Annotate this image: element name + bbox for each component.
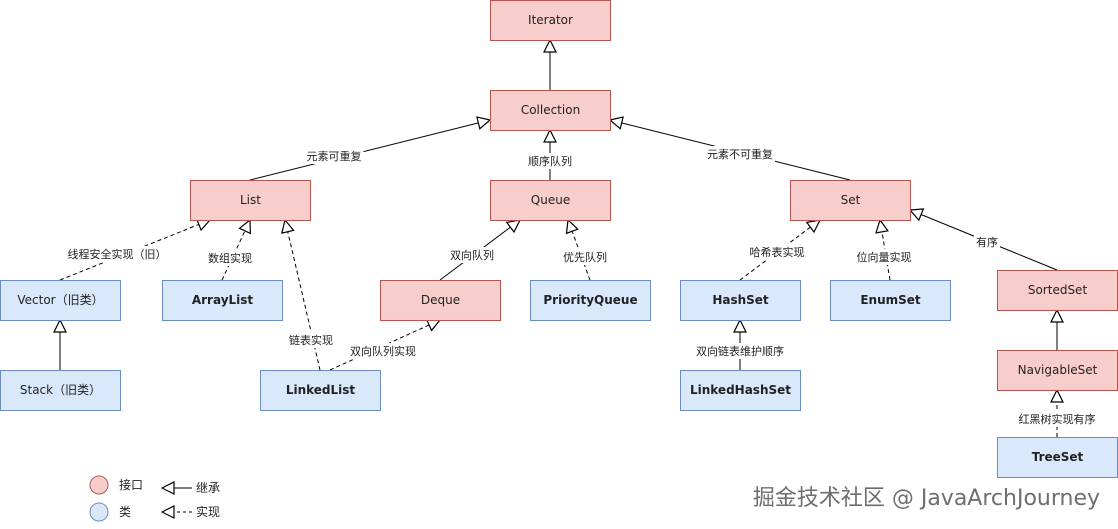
legend-class-label: 类: [119, 505, 131, 519]
node-navigableset-box: [997, 350, 1118, 391]
node-list-label: List: [240, 193, 261, 207]
node-linkedhashset-box: [680, 370, 801, 411]
node-linkedlist-box: [260, 370, 381, 411]
node-hashset-box: [680, 280, 801, 321]
edge-label-vector-to-list: 线程安全实现（旧）: [68, 247, 167, 261]
edge-label-enumset-to-set: 位向量实现: [857, 250, 912, 264]
edge-label-bg: [974, 234, 1000, 250]
legend-class-swatch: [89, 502, 109, 522]
edge-linkedlist-to-list: [285, 220, 321, 371]
node-set-box: [790, 180, 911, 221]
edge-label-bg: [526, 153, 574, 169]
node-stack: Stack（旧类）: [0, 370, 121, 411]
node-sortedset-box: [997, 270, 1118, 311]
node-linkedhashset-label: LinkedHashSet: [690, 383, 791, 397]
edge-label-sortedset-to-set: 有序: [976, 235, 998, 249]
node-linkedlist: LinkedList: [260, 370, 381, 411]
node-navigableset-label: NavigableSet: [1018, 363, 1098, 377]
edge-label-bg: [1016, 411, 1098, 427]
node-iterator-box: [490, 0, 611, 41]
edge-label-bg: [448, 247, 496, 263]
edge-label-bg: [348, 343, 418, 359]
node-navigableset: NavigableSet: [997, 350, 1118, 391]
legend-inherit-label: 继承: [196, 481, 220, 495]
node-set: Set: [790, 180, 911, 221]
edge-label-linkedhashset-to-hashset: 双向链表维护顺序: [696, 344, 784, 358]
edge-label-bg: [287, 332, 335, 348]
node-priorityqueue-label: PriorityQueue: [543, 293, 637, 307]
node-collection-label: Collection: [521, 103, 580, 117]
watermark: 掘金技术社区 @ JavaArchJourney: [753, 486, 1100, 511]
legend-implement-label: 实现: [196, 504, 220, 519]
edge-linkedlist-to-deque: [329, 320, 440, 371]
node-treeset: TreeSet: [997, 437, 1118, 478]
node-vector-label: Vector（旧类）: [17, 293, 103, 307]
edge-label-bg: [705, 146, 775, 162]
edge-label-bg: [304, 148, 364, 164]
edge-label-bg: [747, 244, 807, 260]
node-enumset: EnumSet: [830, 280, 951, 321]
node-priorityqueue-box: [530, 280, 651, 321]
node-enumset-label: EnumSet: [860, 293, 921, 307]
node-sortedset: SortedSet: [997, 270, 1118, 311]
node-vector-box: [0, 280, 121, 321]
node-arraylist: ArrayList: [162, 280, 283, 321]
node-deque: Deque: [380, 280, 501, 321]
node-arraylist-label: ArrayList: [192, 293, 254, 307]
node-priorityqueue: PriorityQueue: [530, 280, 651, 321]
node-queue-box: [490, 180, 611, 221]
node-linkedlist-label: LinkedList: [286, 383, 356, 397]
node-stack-label: Stack（旧类）: [20, 383, 101, 397]
edge-label-set-to-collection: 元素不可重复: [707, 147, 773, 161]
node-treeset-label: TreeSet: [1032, 450, 1084, 464]
node-set-label: Set: [841, 193, 861, 207]
legend: 接口 类 继承 实现: [89, 475, 220, 522]
node-deque-label: Deque: [421, 293, 460, 307]
edge-label-treeset-to-navigableset: 红黑树实现有序: [1019, 412, 1096, 426]
edge-label-linkedlist-to-deque: 双向队列实现: [350, 344, 416, 358]
legend-interface-swatch: [89, 475, 109, 495]
node-deque-box: [380, 280, 501, 321]
edge-label-bg: [65, 246, 169, 262]
node-iterator: Iterator: [490, 0, 611, 41]
edge-label-bg: [206, 250, 254, 266]
edge-label-bg: [694, 343, 786, 359]
legend-interface-label: 接口: [119, 477, 143, 492]
edge-label-queue-to-collection: 顺序队列: [528, 154, 572, 168]
node-arraylist-box: [162, 280, 283, 321]
node-hashset: HashSet: [680, 280, 801, 321]
node-queue: Queue: [490, 180, 611, 221]
node-collection-box: [490, 90, 611, 131]
edge-label-priorityqueue-to-queue: 优先队列: [563, 250, 607, 264]
edge-label-deque-to-queue: 双向队列: [450, 248, 494, 262]
node-enumset-box: [830, 280, 951, 321]
node-iterator-label: Iterator: [528, 13, 573, 27]
node-sortedset-label: SortedSet: [1028, 283, 1088, 297]
edge-label-hashset-to-set: 哈希表实现: [750, 245, 805, 259]
node-vector: Vector（旧类）: [0, 280, 121, 321]
node-linkedhashset: LinkedHashSet: [680, 370, 801, 411]
edge-label-bg: [561, 249, 609, 265]
node-list-box: [190, 180, 311, 221]
edge-label-list-to-collection: 元素可重复: [307, 149, 362, 163]
edge-list-to-collection: [249, 120, 490, 181]
node-collection: Collection: [490, 90, 611, 131]
node-treeset-box: [997, 437, 1118, 478]
edge-label-linkedlist-to-list: 链表实现: [289, 333, 333, 347]
node-list: List: [190, 180, 311, 221]
node-queue-label: Queue: [531, 193, 570, 207]
node-hashset-label: HashSet: [712, 293, 769, 307]
node-stack-box: [0, 370, 121, 411]
edge-label-arraylist-to-list: 数组实现: [208, 251, 252, 265]
edge-label-bg: [854, 249, 914, 265]
